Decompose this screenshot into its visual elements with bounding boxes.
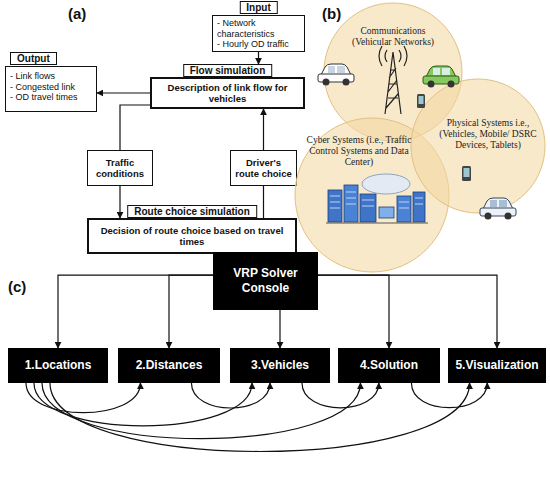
panel-label: (a) bbox=[68, 5, 86, 22]
box-text: - Link flows bbox=[10, 71, 92, 82]
box-text: Driver's route choice bbox=[233, 157, 294, 179]
connector bbox=[302, 383, 379, 408]
connector bbox=[58, 275, 213, 348]
box-text: Traffic conditions bbox=[90, 157, 150, 179]
module-label: 5.Visualization bbox=[455, 358, 538, 373]
condition-box: Traffic conditions bbox=[87, 150, 153, 186]
circle-label: Cyber Systems (i.e., Traffic Control Sys… bbox=[298, 135, 420, 168]
box-heading: Output bbox=[10, 52, 57, 65]
connector bbox=[97, 92, 150, 93]
box-text: - Congested link bbox=[10, 82, 92, 93]
box-heading: Input bbox=[239, 1, 277, 14]
box-heading: Route choice simulation bbox=[127, 205, 257, 218]
connector bbox=[279, 310, 280, 348]
connector bbox=[119, 186, 120, 218]
circle-label: Communications (Vehicular Networks) bbox=[343, 26, 443, 48]
system-circle: Physical Systems i.e., (Vehicles, Mobile… bbox=[410, 78, 546, 214]
module-box: 3.Vehicles bbox=[230, 348, 330, 383]
connector bbox=[263, 186, 264, 218]
module-box: VRP Solver Console bbox=[213, 252, 318, 310]
process-box: Input- Network characteristics- Hourly O… bbox=[212, 15, 305, 52]
module-label: VRP Solver Console bbox=[213, 266, 318, 296]
connector bbox=[120, 105, 150, 150]
connector bbox=[411, 383, 487, 408]
circle-label: Physical Systems i.e., (Vehicles, Mobile… bbox=[436, 118, 540, 151]
process-box: Flow simulationDescription of link flow … bbox=[150, 77, 305, 109]
module-box: 2.Distances bbox=[118, 348, 220, 383]
connector bbox=[318, 275, 389, 348]
box-text: - OD travel times bbox=[10, 92, 92, 103]
module-label: 4.Solution bbox=[360, 358, 418, 373]
process-box: Output- Link flows- Congested link- OD t… bbox=[5, 66, 97, 112]
connector bbox=[263, 109, 264, 150]
module-box: 1.Locations bbox=[8, 348, 108, 383]
box-text: - Hourly OD traffic bbox=[217, 39, 300, 50]
connector bbox=[26, 383, 140, 413]
connector bbox=[258, 52, 259, 64]
circle-shape bbox=[411, 79, 545, 213]
box-heading: Flow simulation bbox=[183, 64, 273, 77]
module-label: 3.Vehicles bbox=[251, 358, 309, 373]
module-label: 1.Locations bbox=[25, 358, 92, 373]
connector bbox=[50, 383, 470, 451]
box-text: - Network characteristics bbox=[217, 18, 300, 39]
module-label: 2.Distances bbox=[136, 358, 203, 373]
connector bbox=[169, 275, 213, 348]
process-box: Route choice simulationDecision of route… bbox=[87, 218, 297, 254]
connector bbox=[318, 275, 497, 348]
connector bbox=[34, 383, 252, 426]
module-box: 5.Visualization bbox=[448, 348, 546, 383]
connector bbox=[191, 383, 270, 408]
connector bbox=[42, 383, 360, 439]
box-text: Description of link flow for vehicles bbox=[156, 82, 299, 104]
condition-box: Driver's route choice bbox=[230, 150, 297, 186]
box-text: Decision of route choice based on travel… bbox=[93, 225, 291, 247]
panel-label: (b) bbox=[322, 5, 341, 22]
module-box: 4.Solution bbox=[338, 348, 440, 383]
panel-label: (c) bbox=[8, 278, 26, 295]
